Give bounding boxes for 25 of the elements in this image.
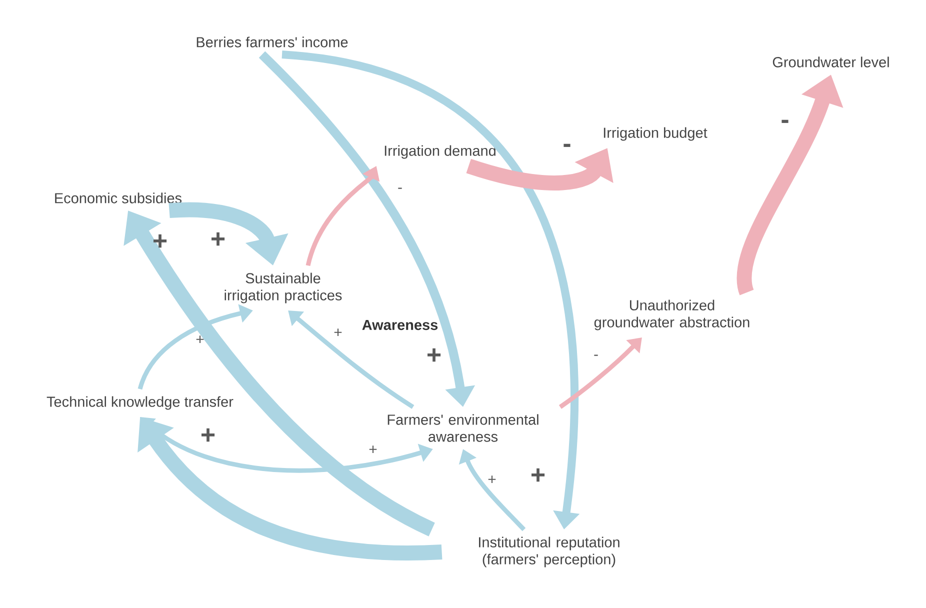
variable-label: Berries farmers' income [196, 36, 348, 48]
sign-label: + [334, 328, 342, 336]
variable-label: Irrigation budget [604, 127, 708, 141]
sign-label: - [782, 120, 788, 123]
variable-label: Unauthorized groundwater abstraction [594, 300, 750, 330]
sign-label: + [532, 468, 545, 482]
variable-label: Technical knowledge transfer [46, 396, 234, 410]
variable-label: Institutional reputation (farmers' perception) [479, 536, 620, 568]
variable-label: Groundwater level [772, 56, 889, 68]
sign-label: + [369, 446, 377, 454]
variable-label: Farmers' environmental awareness [388, 414, 538, 442]
sign-label: - [594, 354, 598, 356]
sign-label: + [428, 348, 441, 362]
sign-label: + [488, 476, 496, 484]
sign-label: + [196, 336, 204, 344]
sign-label: - [398, 188, 402, 189]
sign-label: - [564, 144, 570, 147]
sign-label: + [212, 232, 225, 246]
loop-label: Awareness [362, 320, 438, 330]
variable-label: Sustainable irrigation practices [224, 272, 342, 304]
variable-label: Irrigation demand [384, 145, 496, 159]
sign-label: + [154, 234, 167, 248]
variable-label: Economic subsidies [55, 192, 182, 204]
sign-label: + [202, 428, 215, 442]
arrow [558, 338, 642, 409]
